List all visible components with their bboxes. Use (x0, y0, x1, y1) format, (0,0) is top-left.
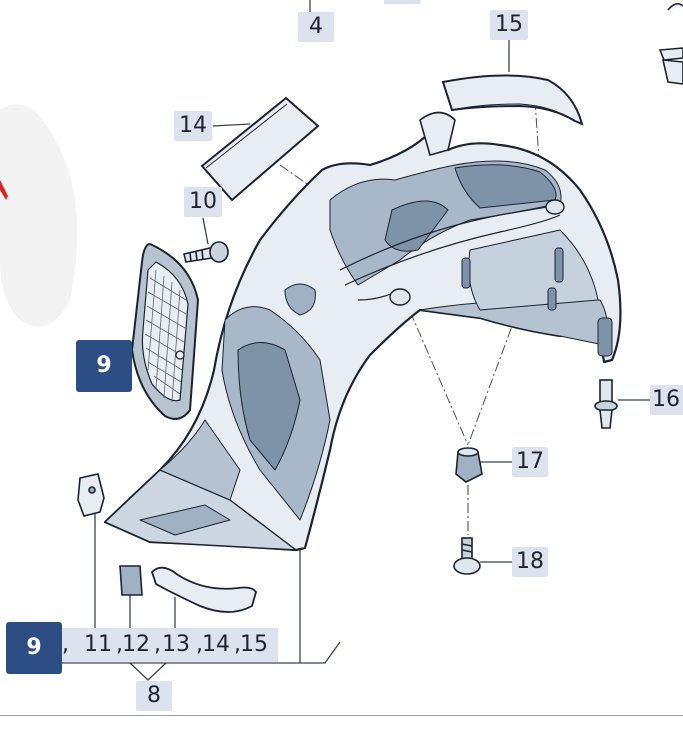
clip-top-right (658, 2, 683, 85)
bottom-bracket (62, 641, 341, 664)
callout-9: 9 (76, 340, 132, 392)
bottom-item-14: 14 (202, 632, 230, 657)
part-11-bracket (77, 473, 105, 517)
bottom-separator: , (62, 632, 69, 657)
bottom-separator: , (154, 632, 161, 657)
callout-18: 18 (512, 547, 548, 577)
background-artifact (0, 104, 78, 327)
callout-16: 16 (650, 385, 683, 415)
bottom-separator: , (196, 632, 203, 657)
bottom-item-15: 15 (240, 632, 268, 657)
part-17-clip (455, 447, 483, 483)
part-15-trim (441, 74, 584, 126)
part-9-grille (130, 242, 200, 420)
dash-b (402, 294, 469, 446)
callout-4: 4 (298, 12, 334, 42)
wheel-arch-liner (103, 111, 622, 552)
callout-10: 10 (184, 187, 222, 217)
bottom-parts-row: , 11 , 12 , 13 , 14 , 15 (62, 628, 278, 662)
callout-8: 8 (136, 681, 172, 711)
bottom-active-label: 9 (6, 622, 62, 674)
leader-8 (129, 662, 167, 681)
callout-15: 15 (490, 10, 528, 40)
leader-10 (202, 217, 209, 245)
part-16-pin (594, 379, 618, 429)
callout-17: 17 (512, 447, 548, 477)
bottom-separator: , (116, 632, 123, 657)
bottom-item-11: 11 (84, 632, 112, 657)
bottom-border (0, 715, 683, 716)
callout-14: 14 (174, 111, 212, 141)
part-10-screw (183, 241, 229, 263)
red-mark (0, 180, 8, 200)
leader-14 (212, 123, 251, 127)
bottom-item-12: 12 (122, 632, 150, 657)
part-12-block (119, 565, 143, 596)
bottom-item-13: 13 (162, 632, 190, 657)
part-14-pad (200, 96, 320, 202)
part-13-strip (150, 566, 257, 613)
bottom-separator: , (234, 632, 241, 657)
part-18-bolt (453, 537, 481, 575)
top-strip (384, 0, 420, 4)
